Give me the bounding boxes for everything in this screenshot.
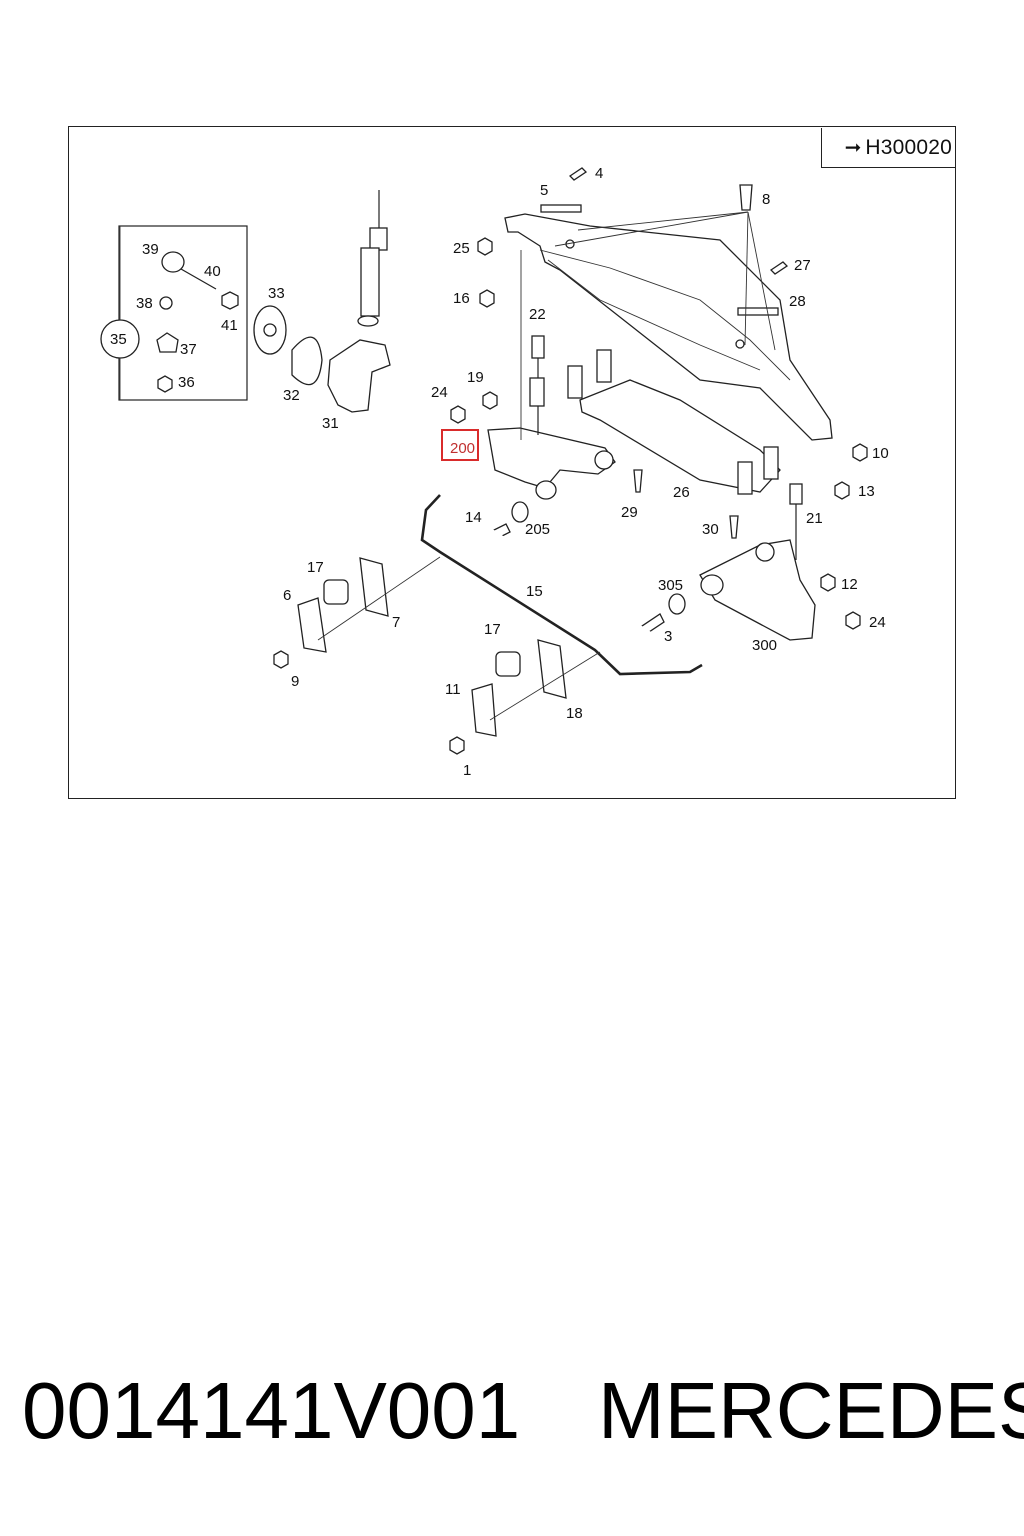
callout-1: 1 xyxy=(463,762,471,779)
callout-19: 19 xyxy=(467,369,484,386)
shock-absorber-body xyxy=(360,247,380,317)
nut-part-16 xyxy=(479,289,495,308)
nut-part-12 xyxy=(820,573,836,592)
callout-37: 37 xyxy=(180,341,197,358)
callout-205: 205 xyxy=(525,521,550,538)
control-arm-part-200 xyxy=(487,427,616,489)
bracket-part-7 xyxy=(359,557,389,617)
bolt-part-8 xyxy=(739,184,753,211)
clamp-part-6 xyxy=(297,597,327,653)
plate-part-28 xyxy=(737,307,779,316)
callout-17-left: 17 xyxy=(307,559,324,576)
callout-17-right: 17 xyxy=(484,621,501,638)
callout-7: 7 xyxy=(392,614,400,631)
arrow-right-icon: ➞ xyxy=(844,137,862,159)
callout-4: 4 xyxy=(595,165,603,182)
screw-part-38 xyxy=(159,296,173,310)
nut-part-41 xyxy=(221,291,239,310)
subframe xyxy=(504,213,833,441)
callout-30: 30 xyxy=(702,521,719,538)
nut-part-24-right xyxy=(845,611,861,630)
nut-part-36 xyxy=(157,375,173,393)
bushing-part-17-left xyxy=(323,579,349,605)
nut-part-9 xyxy=(273,650,289,669)
callout-200-highlighted: 200 xyxy=(450,440,475,457)
knuckle-part-31 xyxy=(327,339,391,413)
callout-29: 29 xyxy=(621,504,638,521)
pin-part-40 xyxy=(180,268,217,290)
callout-21: 21 xyxy=(806,510,823,527)
callout-8: 8 xyxy=(762,191,770,208)
callout-41: 41 xyxy=(221,317,238,334)
callout-24-left: 24 xyxy=(431,384,448,401)
bushing-part-305 xyxy=(668,593,686,615)
plate-part-5 xyxy=(540,204,582,213)
callout-32: 32 xyxy=(283,387,300,404)
shim-part-27 xyxy=(769,261,789,275)
callout-11: 11 xyxy=(445,681,461,698)
callout-40: 40 xyxy=(204,263,221,280)
callout-38: 38 xyxy=(136,295,153,312)
callout-18: 18 xyxy=(566,705,583,722)
stabilizer-bar-part-15 xyxy=(420,494,703,676)
shim-part-4 xyxy=(568,167,588,181)
link-part-21 xyxy=(789,483,803,505)
callout-10: 10 xyxy=(872,445,889,462)
bolt-part-30 xyxy=(729,515,739,539)
inset-box xyxy=(118,225,248,401)
part-number: 0014141V001 xyxy=(22,1366,521,1455)
bolt-part-29 xyxy=(633,469,643,493)
callout-28: 28 xyxy=(789,293,806,310)
bushing-part-17-right xyxy=(495,651,521,677)
lower-frame-part-26 xyxy=(579,379,781,493)
callout-3: 3 xyxy=(664,628,672,645)
callout-36: 36 xyxy=(178,374,195,391)
diagram-frame xyxy=(68,126,956,799)
callout-5: 5 xyxy=(540,182,548,199)
callout-31: 31 xyxy=(322,415,339,432)
callout-24-right: 24 xyxy=(869,614,886,631)
callout-12: 12 xyxy=(841,576,858,593)
exploded-parts-diagram: 1 3 4 5 6 7 8 9 10 11 12 13 14 15 16 17 … xyxy=(100,165,889,779)
clamp-part-11 xyxy=(471,683,497,737)
reference-code: H300020 xyxy=(865,135,952,159)
link-part-22 xyxy=(531,335,545,359)
nut-part-19 xyxy=(482,391,498,410)
callout-39: 39 xyxy=(142,241,159,258)
bushing-part-205 xyxy=(511,501,529,523)
reference-box: ➞ H300020 xyxy=(821,128,956,168)
callout-22: 22 xyxy=(529,306,546,323)
control-arm-part-300 xyxy=(699,539,816,641)
brand-name: MERCEDES xyxy=(598,1366,1024,1455)
callout-15: 15 xyxy=(526,583,543,600)
callout-25: 25 xyxy=(453,240,470,257)
nut-part-1 xyxy=(449,736,465,755)
nut-part-25 xyxy=(477,237,493,256)
clip-part-37 xyxy=(156,332,179,353)
footer: 0014141V001 MERCEDES xyxy=(0,1365,1024,1475)
callout-9: 9 xyxy=(291,673,299,690)
dust-shield-part-32 xyxy=(291,336,323,386)
callout-16: 16 xyxy=(453,290,470,307)
bracket-part-18 xyxy=(537,639,567,699)
nut-part-10 xyxy=(852,443,868,462)
callout-35: 35 xyxy=(110,331,127,348)
ring-part-39 xyxy=(161,251,185,273)
callout-26: 26 xyxy=(673,484,690,501)
callout-305: 305 xyxy=(658,577,683,594)
shock-absorber-top xyxy=(369,227,388,251)
highlight-box-200 xyxy=(441,429,479,461)
callout-6: 6 xyxy=(283,587,291,604)
callout-14: 14 xyxy=(465,509,482,526)
callout-300: 300 xyxy=(752,637,777,654)
nut-part-24-left xyxy=(450,405,466,424)
callout-27: 27 xyxy=(794,257,811,274)
callout-33: 33 xyxy=(268,285,285,302)
callout-13: 13 xyxy=(858,483,875,500)
nut-part-13 xyxy=(834,481,850,500)
